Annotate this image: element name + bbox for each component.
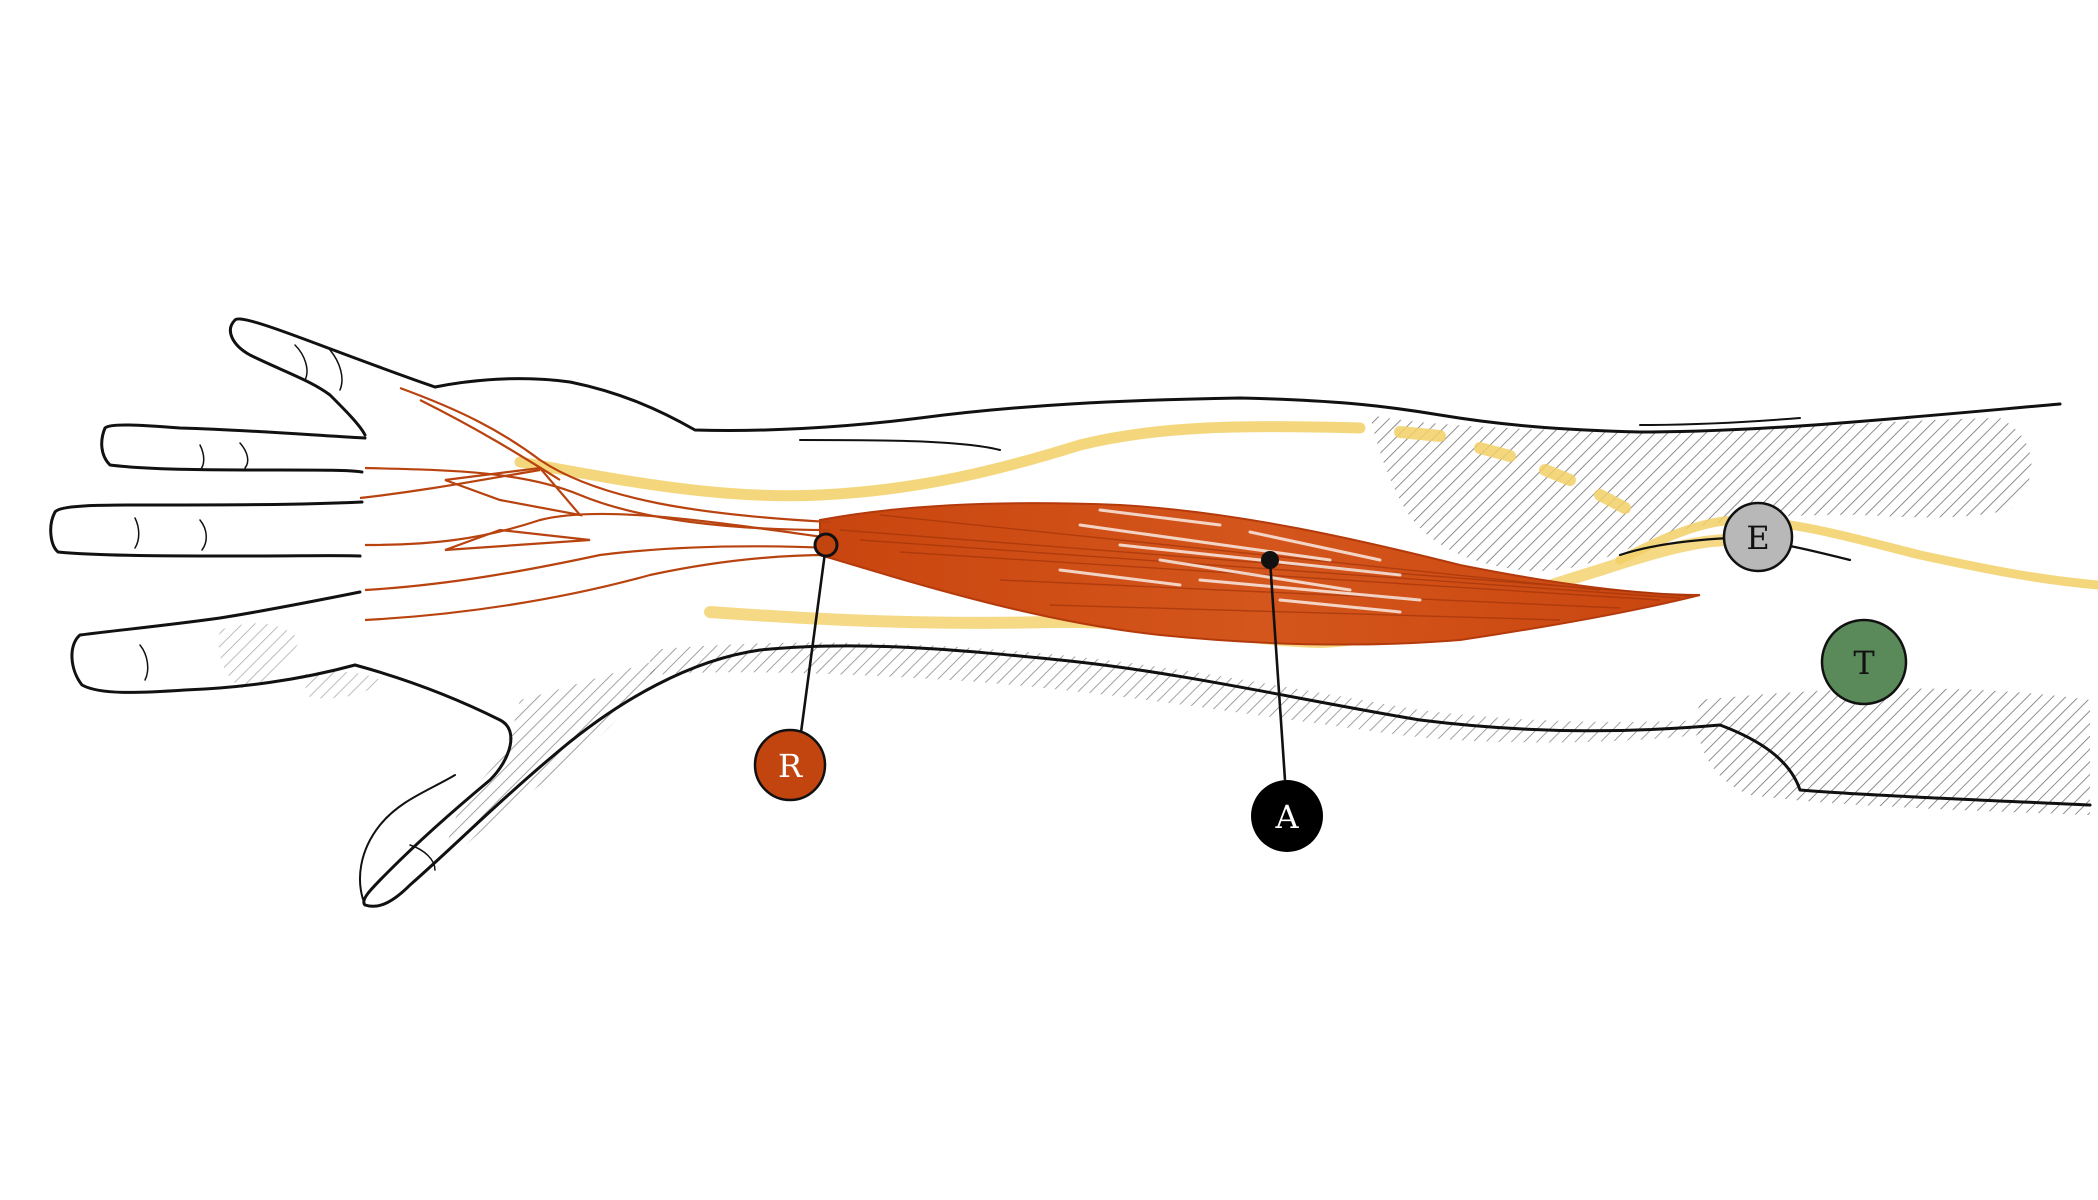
marker-t[interactable]: T xyxy=(1820,618,1908,706)
marker-t-circle xyxy=(1820,618,1908,706)
shading-hatch xyxy=(218,415,2090,860)
marker-r-circle xyxy=(753,728,827,802)
anchor-dot-r xyxy=(813,532,839,558)
marker-e[interactable]: E xyxy=(1722,501,1794,573)
marker-r-label: R xyxy=(778,747,803,785)
marker-a[interactable]: A xyxy=(1251,780,1323,852)
marker-e-label: E xyxy=(1746,519,1769,557)
marker-a-circle xyxy=(1251,780,1323,852)
marker-a-label: A xyxy=(1274,798,1299,836)
leader-line-a xyxy=(1268,559,1287,781)
leader-lines xyxy=(798,544,1287,781)
tendons xyxy=(359,386,831,622)
leader-line-r xyxy=(798,544,828,741)
marker-e-circle xyxy=(1722,501,1794,573)
marker-r[interactable]: R xyxy=(753,728,827,802)
arm-outline xyxy=(49,317,2092,908)
anchor-dot-a xyxy=(1261,551,1279,569)
marker-t-label: T xyxy=(1853,644,1875,682)
muscle-belly xyxy=(819,502,1701,646)
